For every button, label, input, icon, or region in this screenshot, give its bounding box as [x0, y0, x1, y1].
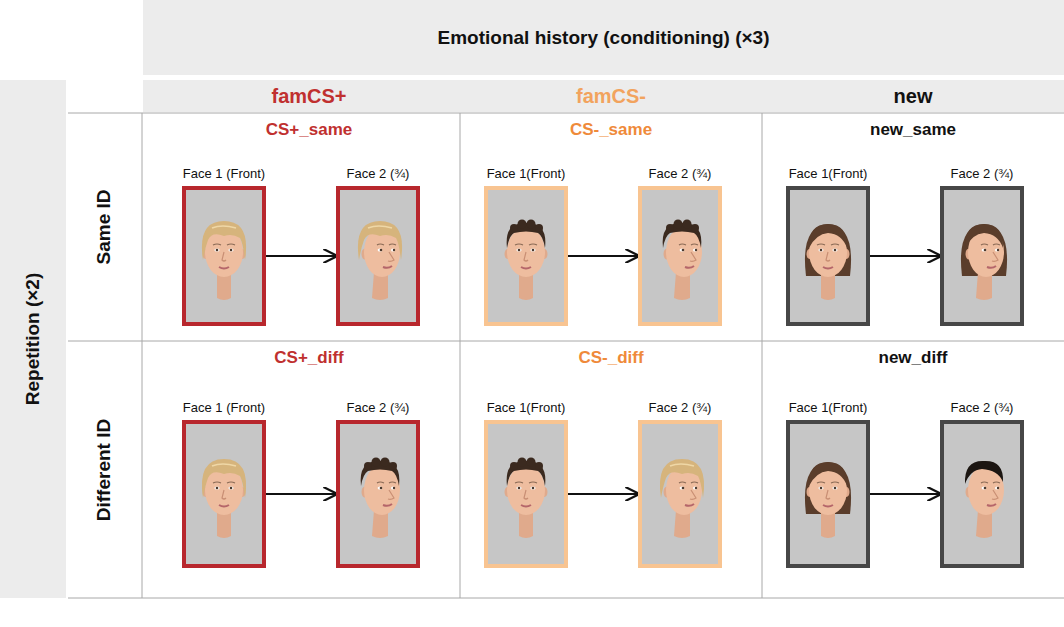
grid-lines [68, 113, 1064, 598]
face-picture [965, 461, 1004, 538]
condition-title: CS+_diff [274, 348, 343, 368]
face-label: Face 1(Front) [487, 400, 566, 415]
row-band-ground [0, 80, 66, 598]
face-label: Face 1(Front) [789, 400, 868, 415]
arrow-connector [870, 255, 940, 257]
row-text: Same ID [93, 190, 115, 265]
face-label: Face 2 (¾) [649, 166, 712, 181]
face-picture [663, 220, 702, 301]
header-ground [143, 0, 1064, 75]
face-frame: Face 2 (¾) [638, 186, 722, 326]
face-picture [202, 459, 246, 538]
column-header: famCS- [462, 80, 760, 112]
face-picture [202, 221, 246, 300]
arrow-connector [568, 255, 638, 257]
arrow-connector [568, 493, 638, 495]
column-header: famCS+ [160, 80, 458, 112]
condition-title: CS+_same [266, 120, 352, 140]
face-picture [961, 224, 1007, 300]
column-header: new [764, 80, 1062, 112]
face-frame: Face 1(Front) [484, 420, 568, 568]
face-frame: Face 1 (Front) [182, 186, 266, 326]
condition-title: CS-_diff [578, 348, 643, 368]
condition-cell: new_diffFace 1(Front) Face 2 (¾) [764, 342, 1062, 598]
face-frame: Face 2 (¾) [336, 420, 420, 568]
face-label: Face 1 (Front) [183, 400, 265, 415]
face-picture [660, 459, 704, 538]
face-frame: Face 2 (¾) [336, 186, 420, 326]
face-frame: Face 1(Front) [786, 420, 870, 568]
header-band: Emotional history (conditioning) (×3) [143, 0, 1064, 75]
face-label: Face 2 (¾) [649, 400, 712, 415]
factor-text: Repetition (×2) [22, 273, 44, 405]
face-picture [505, 220, 548, 301]
face-label: Face 1(Front) [789, 166, 868, 181]
column-title: famCS- [576, 85, 646, 108]
arrow-connector [266, 255, 336, 257]
face-picture [361, 458, 400, 539]
face-label: Face 1(Front) [487, 166, 566, 181]
condition-cell: CS+_diffFace 1 (Front) Face 2 (¾) [160, 342, 458, 598]
face-label: Face 2 (¾) [951, 166, 1014, 181]
face-frame: Face 1(Front) [786, 186, 870, 326]
column-title: famCS+ [271, 85, 346, 108]
row-label: Different ID [68, 342, 140, 598]
condition-cell: new_sameFace 1(Front) Face 2 (¾) [764, 114, 1062, 340]
face-frame: Face 2 (¾) [940, 420, 1024, 568]
condition-title: CS-_same [570, 120, 652, 140]
condition-title: new_same [870, 120, 956, 140]
face-label: Face 2 (¾) [347, 166, 410, 181]
face-picture [805, 462, 851, 538]
arrow-connector [266, 493, 336, 495]
face-frame: Face 1(Front) [484, 186, 568, 326]
face-label: Face 1 (Front) [183, 166, 265, 181]
face-label: Face 2 (¾) [347, 400, 410, 415]
condition-title: new_diff [879, 348, 948, 368]
face-frame: Face 2 (¾) [638, 420, 722, 568]
condition-cell: CS-_diffFace 1(Front) Face 2 (¾) [462, 342, 760, 598]
column-header-ground [143, 80, 1064, 112]
photo-grounds [182, 186, 1024, 568]
column-title: new [894, 85, 933, 108]
row-label: Same ID [68, 114, 140, 340]
face-picture [358, 221, 402, 300]
condition-cell: CS+_sameFace 1 (Front) Face 2 (¾) [160, 114, 458, 340]
face-frame: Face 1 (Front) [182, 420, 266, 568]
face-picture [505, 458, 548, 539]
header-text: Emotional history (conditioning) (×3) [438, 27, 770, 49]
factor-band: Repetition (×2) [0, 80, 66, 598]
row-text: Different ID [93, 419, 115, 521]
arrow-connector [870, 493, 940, 495]
face-picture [805, 224, 851, 300]
face-frame: Face 2 (¾) [940, 186, 1024, 326]
condition-cell: CS-_sameFace 1(Front) Face 2 (¾) [462, 114, 760, 340]
face-label: Face 2 (¾) [951, 400, 1014, 415]
